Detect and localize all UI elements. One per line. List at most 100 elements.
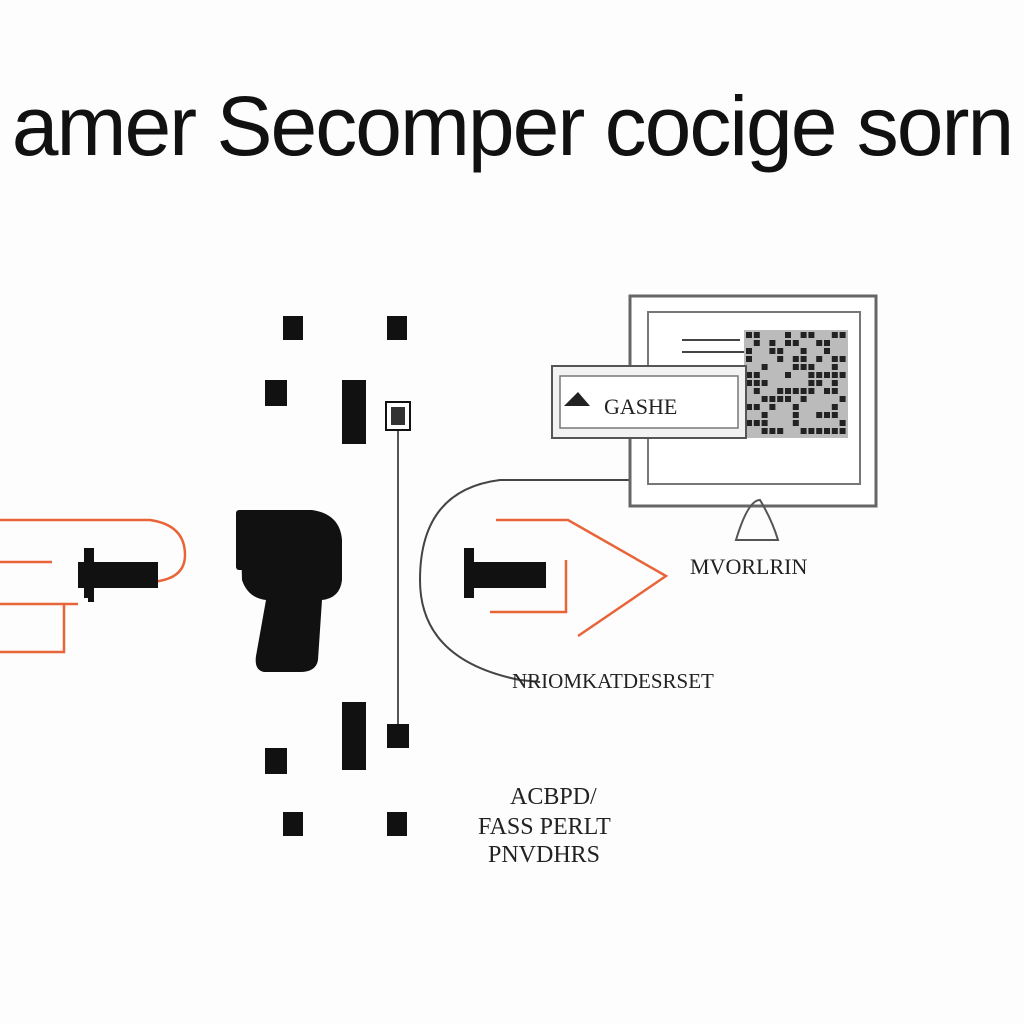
monitor-caption: MVORLRIN (690, 554, 807, 579)
vertical-cable (385, 401, 411, 724)
qr-module (792, 388, 799, 394)
qr-module (792, 356, 799, 362)
screen-badge-text: GASHE (604, 394, 677, 419)
qr-module (753, 420, 760, 426)
screen-badge: GASHE (551, 365, 747, 439)
qr-module (792, 404, 799, 410)
qr-module (792, 364, 799, 370)
qr-module (800, 356, 807, 362)
qr-module (808, 428, 815, 434)
qr-module (792, 420, 799, 426)
qr-module (800, 332, 807, 338)
qr-module (839, 332, 846, 338)
qr-module (785, 388, 791, 394)
qr-module (785, 332, 791, 338)
curved-cable (418, 479, 630, 683)
qr-module (753, 372, 760, 378)
qr-module (746, 404, 752, 410)
qr-module (808, 364, 815, 370)
qr-module (777, 356, 784, 362)
qr-module (777, 396, 784, 402)
qr-module (831, 372, 838, 378)
qr-module (753, 332, 760, 338)
qr-module (824, 340, 830, 346)
qr-module (831, 388, 838, 394)
qr-module (831, 332, 838, 338)
qr-module (785, 340, 791, 346)
qr-module (816, 340, 823, 346)
qr-module (839, 396, 846, 402)
qr-module (816, 356, 823, 362)
qr-module (831, 428, 838, 434)
qr-module (808, 380, 815, 386)
qr-module (831, 404, 838, 410)
qr-module (761, 412, 768, 418)
qr-module (808, 388, 815, 394)
qr-module (769, 348, 776, 354)
qr-module (792, 412, 799, 418)
left-plug-icon (78, 548, 158, 602)
qr-module (816, 372, 823, 378)
diagram-title: amer Secomper cocige sorn (11, 79, 1014, 173)
center-plug-icon (464, 548, 546, 598)
qr-module (769, 340, 776, 346)
qr-module (746, 332, 752, 338)
bottom-label-line-2: FASS PERLT (478, 814, 611, 840)
qr-module (831, 364, 838, 370)
qr-module (785, 396, 791, 402)
qr-module (816, 380, 823, 386)
center-connector-outline (490, 518, 669, 638)
qr-module (800, 396, 807, 402)
qr-module (824, 348, 830, 354)
qr-module (769, 396, 776, 402)
qr-module (839, 372, 846, 378)
qr-module (808, 332, 815, 338)
curve-caption: NRIOMKATDESRSET (512, 669, 714, 693)
qr-module (753, 404, 760, 410)
left-connector-outline (0, 518, 187, 654)
qr-module (800, 388, 807, 394)
qr-module (839, 356, 846, 362)
qr-module (746, 372, 752, 378)
qr-module (753, 388, 760, 394)
qr-module (746, 420, 752, 426)
qr-module (746, 356, 752, 362)
qr-module (800, 364, 807, 370)
qr-module (824, 372, 830, 378)
bottom-label-line-3: PNVDHRS (488, 842, 600, 868)
qr-module (777, 428, 784, 434)
qr-module (808, 372, 815, 378)
qr-code-block (744, 330, 848, 438)
qr-module (824, 428, 830, 434)
qr-module (761, 420, 768, 426)
qr-module (839, 420, 846, 426)
qr-module (792, 340, 799, 346)
qr-module (761, 364, 768, 370)
qr-module (824, 388, 830, 394)
qr-module (777, 388, 784, 394)
qr-module (831, 356, 838, 362)
qr-module (746, 348, 752, 354)
qr-module (816, 428, 823, 434)
bottom-label-line-1: ACBPD/ (510, 784, 597, 810)
pixel-markers (265, 316, 409, 836)
qr-module (746, 380, 752, 386)
home-icon (564, 392, 590, 406)
qr-module (769, 428, 776, 434)
qr-module (753, 380, 760, 386)
barcode-scanner-icon (236, 510, 342, 672)
qr-module (785, 372, 791, 378)
qr-module (839, 428, 846, 434)
qr-module (761, 380, 768, 386)
qr-module (769, 404, 776, 410)
qr-module (753, 340, 760, 346)
qr-module (831, 380, 838, 386)
qr-module (761, 396, 768, 402)
qr-module (816, 412, 823, 418)
qr-module (824, 412, 830, 418)
qr-module (831, 412, 838, 418)
qr-module (800, 428, 807, 434)
qr-module (777, 348, 784, 354)
qr-module (800, 348, 807, 354)
